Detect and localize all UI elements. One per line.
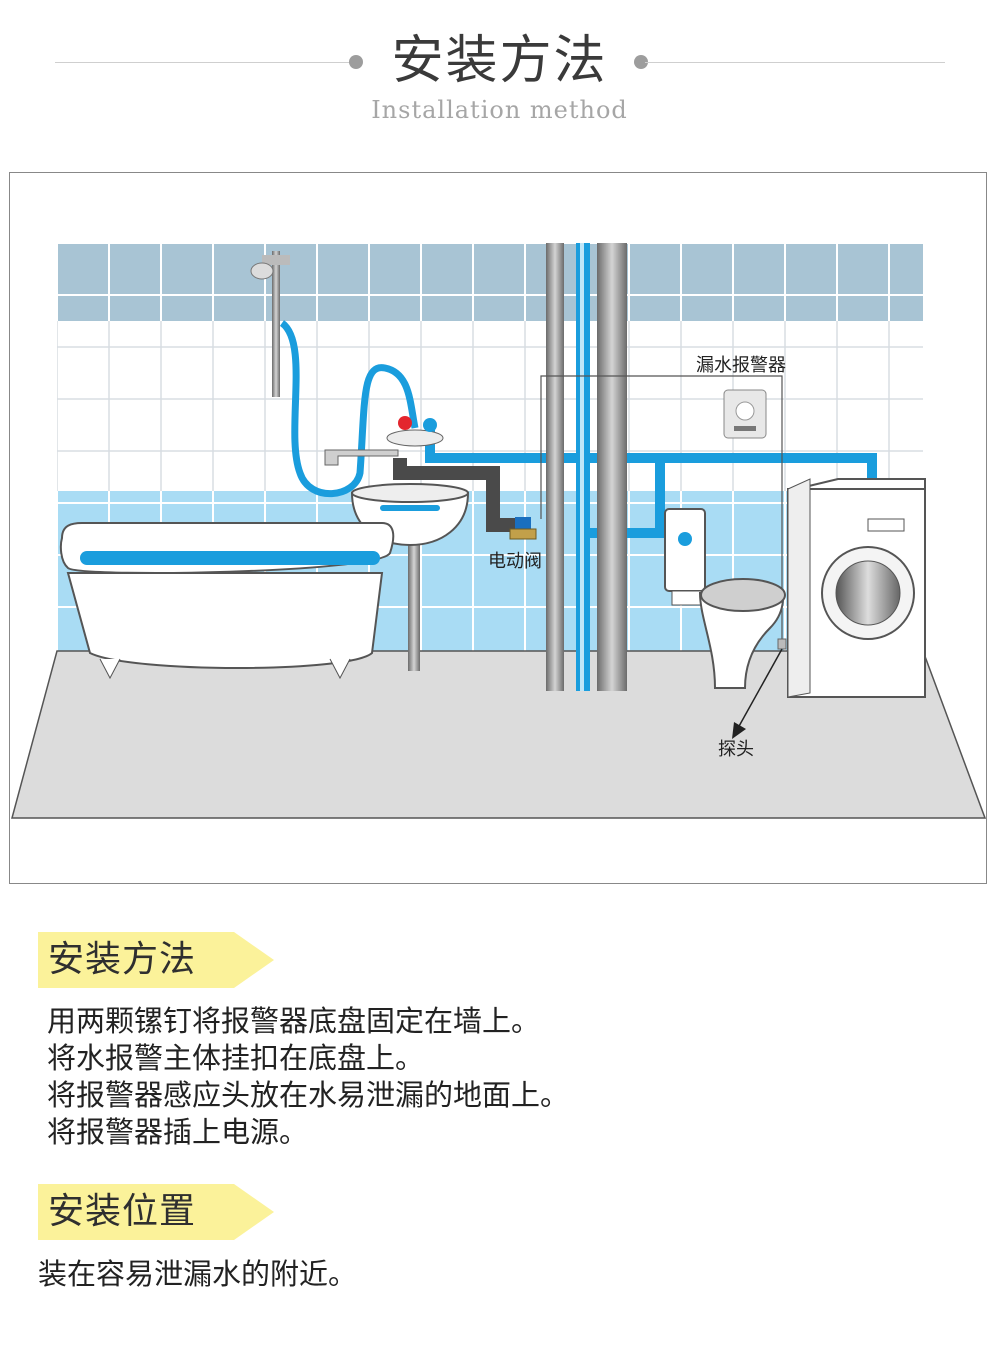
method-heading-text: 安装方法 xyxy=(48,939,197,980)
heading-tag-shape xyxy=(38,932,274,988)
washing-machine xyxy=(787,478,926,698)
leak-alarm-device xyxy=(723,389,767,439)
header-dot-left xyxy=(349,55,363,69)
method-heading: 安装方法 xyxy=(38,932,274,988)
position-heading: 安装位置 xyxy=(38,1184,274,1240)
page-subtitle: Installation method xyxy=(371,96,628,124)
shower-rail xyxy=(250,251,290,397)
page-title: 安装方法 xyxy=(391,31,608,91)
step-item: 将报警器感应头放在水易泄漏的地面上。 xyxy=(47,1078,570,1112)
bathroom-illustration: 漏水报警器 电动阀 xyxy=(11,243,986,819)
riser-pipes xyxy=(546,243,627,691)
position-heading-text: 安装位置 xyxy=(48,1191,197,1232)
alarm-wire xyxy=(540,375,783,643)
probe-arrow xyxy=(732,638,787,739)
bathtub xyxy=(59,522,395,680)
floor xyxy=(11,650,986,819)
heading-tag-shape xyxy=(38,1184,274,1240)
toilet xyxy=(664,508,786,689)
valve-label: 电动阀 xyxy=(488,551,542,572)
header-dot-right xyxy=(634,55,648,69)
shower-hose xyxy=(279,320,419,498)
step-item: 将报警器插上电源。 xyxy=(47,1115,309,1149)
probe-label: 探头 xyxy=(718,739,754,760)
step-item: 将水报警主体挂扣在底盘上。 xyxy=(47,1041,425,1075)
electric-valve xyxy=(509,517,537,540)
installation-diagram: 漏水报警器 电动阀 xyxy=(9,172,987,884)
position-description: 装在容易泄漏水的附近。 xyxy=(38,1257,358,1291)
header-divider-left xyxy=(55,62,355,63)
header-divider-right xyxy=(645,62,945,63)
method-steps: 用两颗镙钉将报警器底盘固定在墙上。 将水报警主体挂扣在底盘上。 将报警器感应头放… xyxy=(47,1003,569,1151)
step-item: 用两颗镙钉将报警器底盘固定在墙上。 xyxy=(47,1004,541,1038)
alarm-label: 漏水报警器 xyxy=(696,355,786,376)
wash-basin xyxy=(324,416,470,671)
page-header: 安装方法 Installation method xyxy=(0,0,999,140)
drain-pipe xyxy=(393,458,520,532)
